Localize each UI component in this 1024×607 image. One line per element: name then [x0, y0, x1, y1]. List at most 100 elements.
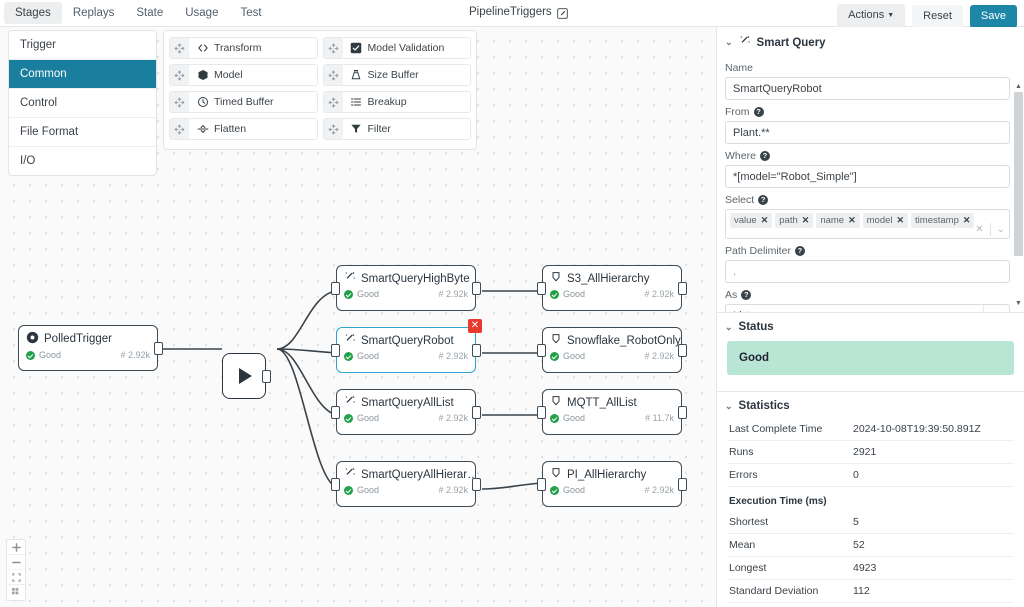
statistics-section-header[interactable]: ⌄ Statistics — [717, 392, 1024, 418]
scroll-down-icon[interactable]: ▼ — [1015, 300, 1022, 308]
tab-replays[interactable]: Replays — [72, 7, 115, 19]
select-tag[interactable]: name✕ — [816, 213, 860, 228]
node-port-out[interactable] — [678, 477, 687, 491]
tab-state[interactable]: State — [136, 7, 164, 19]
palette-stage-model[interactable]: Model — [169, 64, 318, 86]
node-port-in[interactable] — [331, 343, 340, 357]
node-port-out[interactable] — [678, 405, 687, 419]
inspector-scrollbar[interactable]: ▲ ▼ — [1014, 82, 1023, 308]
palette-stage-transform[interactable]: Transform — [169, 37, 318, 59]
palette-stage-filter[interactable]: Filter — [322, 118, 471, 140]
where-input[interactable] — [725, 165, 1010, 188]
palette-category-i-o[interactable]: I/O — [20, 155, 36, 167]
node-port-in[interactable] — [331, 405, 340, 419]
node-port-in[interactable] — [537, 477, 546, 491]
help-icon[interactable]: ? — [759, 151, 770, 161]
drag-grip-icon[interactable] — [170, 119, 189, 139]
palette-category-control[interactable]: Control — [9, 89, 156, 118]
node-port-out[interactable] — [262, 369, 271, 383]
palette-category-common[interactable]: Common — [9, 60, 156, 89]
scrollbar-thumb[interactable] — [1014, 92, 1023, 256]
help-icon[interactable]: ? — [741, 290, 752, 300]
reset-button[interactable]: Reset — [912, 4, 963, 28]
pencil-square-icon[interactable] — [556, 7, 568, 19]
node-port-in[interactable] — [537, 281, 546, 295]
actions-button[interactable]: Actions▼ — [837, 4, 906, 28]
node-delete-button[interactable]: ✕ — [468, 319, 482, 333]
node-port-in[interactable] — [331, 281, 340, 295]
smart-query-title: Smart Query — [756, 36, 826, 49]
node-port-out[interactable] — [472, 477, 481, 491]
node-port-in[interactable] — [537, 405, 546, 419]
drag-grip-icon[interactable] — [323, 38, 343, 58]
toggle-interactivity-icon[interactable] — [7, 585, 25, 600]
status-section-header[interactable]: ⌄ Status — [717, 313, 1024, 339]
node-port-in[interactable] — [331, 477, 340, 491]
drag-grip-icon[interactable] — [323, 65, 343, 85]
name-input[interactable] — [725, 77, 1010, 100]
select-tag[interactable]: model✕ — [862, 213, 909, 228]
run-node[interactable] — [222, 353, 271, 399]
node-port-out[interactable] — [472, 405, 481, 419]
flow-node-smartqueryallhierarchy[interactable]: SmartQueryAllHierar…Good# 2.92k — [331, 461, 481, 507]
drag-grip-icon[interactable] — [170, 65, 189, 85]
node-port-out[interactable] — [472, 281, 481, 295]
smart-query-section-header[interactable]: ⌄ Smart Query — [717, 27, 1024, 56]
palette-stage-timed-buffer[interactable]: Timed Buffer — [169, 91, 318, 113]
tab-test[interactable]: Test — [240, 7, 262, 19]
as-select[interactable]: List ⌄ — [725, 304, 1010, 313]
remove-tag-icon[interactable]: ✕ — [848, 215, 856, 225]
clear-all-icon[interactable]: ✕ — [975, 224, 984, 235]
as-field-label: As ? — [725, 289, 1010, 301]
tab-usage[interactable]: Usage — [185, 7, 219, 19]
node-port-out[interactable] — [154, 341, 163, 355]
help-icon[interactable]: ? — [758, 195, 769, 205]
drag-grip-icon[interactable] — [323, 92, 343, 112]
save-button[interactable]: Save — [969, 4, 1017, 28]
node-port-out[interactable] — [678, 281, 687, 295]
node-port-out[interactable] — [678, 343, 687, 357]
fit-view-icon[interactable] — [7, 570, 25, 585]
palette-stage-model-validation[interactable]: Model Validation — [322, 37, 471, 59]
node-port-out[interactable] — [472, 343, 481, 357]
node-port-in[interactable] — [537, 343, 546, 357]
scroll-up-icon[interactable]: ▲ — [1015, 83, 1022, 90]
palette-stage-breakup[interactable]: Breakup — [322, 91, 471, 113]
chevron-down-icon[interactable]: ⌄ — [983, 305, 1009, 313]
remove-tag-icon[interactable]: ✕ — [962, 215, 971, 225]
select-multiselect[interactable]: value✕path✕name✕model✕timestamp✕ ✕ ⌄ — [725, 209, 1010, 239]
select-tag[interactable]: value✕ — [730, 213, 773, 228]
statistic-value: 112 — [853, 585, 870, 597]
drag-grip-icon[interactable] — [323, 119, 343, 139]
zoom-in-icon[interactable] — [7, 540, 25, 555]
node-status: Good — [26, 350, 61, 360]
select-tag[interactable]: timestamp✕ — [911, 213, 975, 228]
chevron-down-icon[interactable]: ⌄ — [996, 224, 1005, 235]
drag-grip-icon[interactable] — [170, 92, 189, 112]
zoom-out-icon[interactable] — [7, 555, 25, 570]
help-icon[interactable]: ? — [794, 246, 805, 256]
remove-tag-icon[interactable]: ✕ — [801, 215, 810, 225]
select-tag[interactable]: path✕ — [775, 213, 814, 228]
edge-layer — [163, 290, 543, 490]
palette-category-trigger[interactable]: Trigger — [9, 31, 156, 60]
tab-stages[interactable]: Stages — [4, 2, 62, 24]
path-delimiter-input[interactable] — [725, 260, 1010, 283]
drag-grip-icon[interactable] — [170, 38, 189, 58]
palette-category-file-format[interactable]: File Format — [9, 118, 156, 147]
palette-stage-size-buffer[interactable]: Size Buffer — [322, 64, 471, 86]
help-icon[interactable]: ? — [753, 107, 764, 117]
palette-stage-flatten[interactable]: Flatten — [169, 118, 318, 140]
remove-tag-icon[interactable]: ✕ — [760, 215, 769, 225]
remove-tag-icon[interactable]: ✕ — [896, 215, 905, 225]
from-input[interactable] — [725, 121, 1010, 144]
